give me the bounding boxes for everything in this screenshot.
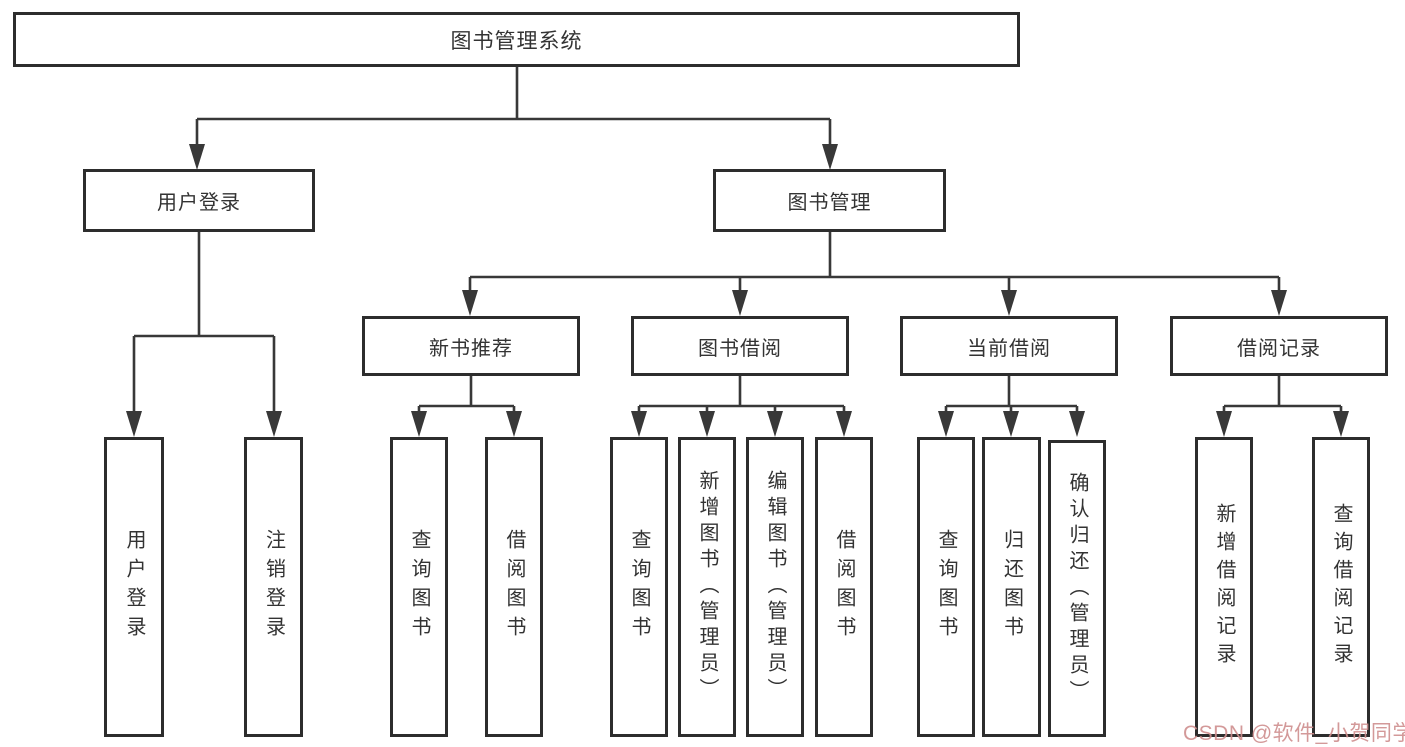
node-label: 新书推荐 xyxy=(429,337,513,360)
leaf-borrow-books: 借阅图书 xyxy=(815,437,873,737)
leaf-query-books-current: 查询图书 xyxy=(917,437,975,737)
leaf-query-books-recommend: 查询图书 xyxy=(390,437,448,737)
node-label: 借阅记录 xyxy=(1237,337,1321,360)
node-label: 当前借阅 xyxy=(967,337,1051,360)
node-label: 用户登录 xyxy=(157,192,241,214)
csdn-watermark: CSDN @软件_小贺同学 xyxy=(1183,722,1405,745)
node-label: 图书管理系统 xyxy=(450,29,583,53)
node-label: 查询图书 xyxy=(935,529,957,645)
node-label: 注销登录 xyxy=(262,529,285,645)
node-label: 确认归还（管理员） xyxy=(1066,471,1088,706)
node-label: 新增借阅记录 xyxy=(1213,503,1235,671)
node-label: 用户登录 xyxy=(123,529,145,645)
leaf-return-books: 归还图书 xyxy=(982,437,1041,737)
node-user-login: 用户登录 xyxy=(83,169,315,232)
node-label: 图书管理 xyxy=(787,192,872,214)
leaf-add-borrow-record: 新增借阅记录 xyxy=(1195,437,1253,737)
node-label: 查询借阅记录 xyxy=(1330,503,1352,671)
node-book-management: 图书管理 xyxy=(713,169,946,232)
node-label: 编辑图书（管理员） xyxy=(764,470,786,704)
node-current-borrowing: 当前借阅 xyxy=(900,316,1118,376)
node-label: 归还图书 xyxy=(1000,529,1023,645)
node-borrow-records: 借阅记录 xyxy=(1170,316,1388,376)
leaf-edit-books-admin: 编辑图书（管理员） xyxy=(746,437,804,737)
node-label: 新增图书（管理员） xyxy=(696,470,718,704)
node-new-book-recommendation: 新书推荐 xyxy=(362,316,580,376)
leaf-query-books-borrowing: 查询图书 xyxy=(610,437,668,737)
node-book-borrowing: 图书借阅 xyxy=(631,316,849,376)
leaf-logout: 注销登录 xyxy=(244,437,303,737)
node-label: 图书借阅 xyxy=(698,337,782,360)
leaf-user-login: 用户登录 xyxy=(104,437,164,737)
leaf-query-borrow-record: 查询借阅记录 xyxy=(1312,437,1370,737)
node-label: 借阅图书 xyxy=(503,529,525,645)
leaf-borrow-books-recommend: 借阅图书 xyxy=(485,437,543,737)
leaf-confirm-return-admin: 确认归还（管理员） xyxy=(1048,440,1106,737)
node-label: 借阅图书 xyxy=(833,529,855,645)
leaf-add-books-admin: 新增图书（管理员） xyxy=(678,437,736,737)
node-label: 查询图书 xyxy=(408,529,430,645)
node-label: 查询图书 xyxy=(628,529,650,645)
node-library-management-system: 图书管理系统 xyxy=(13,12,1020,67)
